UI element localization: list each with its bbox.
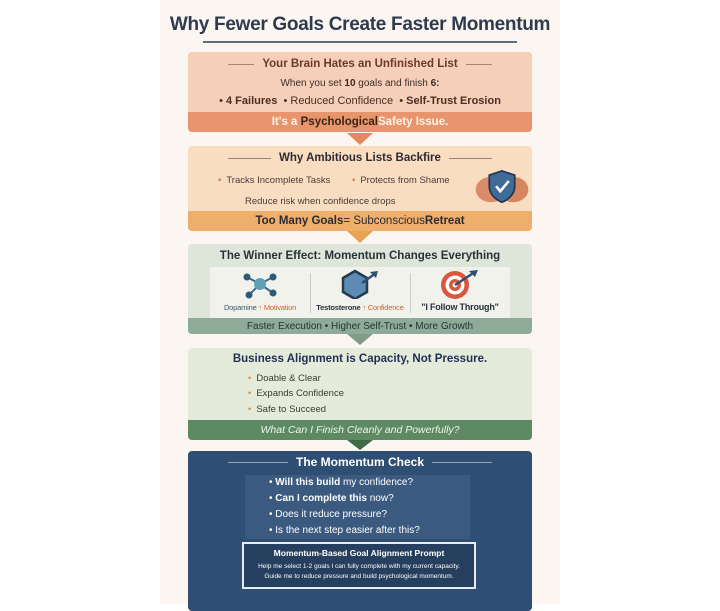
section-heading: The Momentum Check (188, 455, 532, 469)
prompt-line: Help me select 1-2 goals I can fully com… (258, 563, 460, 570)
target-arrow-icon (441, 270, 478, 299)
hormone-panel: Dopamine ↑ Motivation Testosterone ↑ Con… (210, 267, 510, 318)
question-item: • Can I complete this now? (269, 493, 394, 504)
risk-note: Reduce risk when confidence drops (245, 196, 396, 207)
section-business-alignment: Business Alignment is Capacity, Not Pres… (188, 348, 532, 440)
molecule-icon (243, 273, 277, 299)
bullet-item: •Protects from Shame (352, 175, 450, 186)
section-ambitious-lists: Why Ambitious Lists Backfire •Tracks Inc… (188, 146, 532, 231)
infographic: Why Fewer Goals Create Faster Momentum Y… (160, 0, 560, 611)
retreat-band: Too Many Goals = Subconscious Retreat (188, 211, 532, 231)
down-arrow-icon (347, 334, 373, 345)
section-winner-effect: The Winner Effect: Momentum Changes Ever… (188, 244, 532, 334)
section-unfinished-list: Your Brain Hates an Unfinished List When… (188, 52, 532, 132)
dopamine-label: Dopamine ↑ Motivation (223, 303, 297, 312)
testosterone-label: Testosterone ↑ Confidence (316, 303, 404, 312)
question-item: • Will this build my confidence? (269, 477, 414, 488)
prompt-line: Guide me to reduce pressure and build ps… (264, 573, 454, 580)
section-heading: Why Ambitious Lists Backfire (188, 152, 532, 164)
follow-through-label: "I Follow Through" (421, 302, 499, 312)
bullet-item: •Tracks Incomplete Tasks (218, 175, 331, 186)
title-underline (203, 41, 517, 43)
consequence-list: • 4 Failures • Reduced Confidence • Self… (219, 95, 501, 107)
section-heading: The Winner Effect: Momentum Changes Ever… (188, 250, 532, 262)
bullet-item: •Expands Confidence (248, 388, 344, 399)
brain-shield-icon (475, 169, 529, 204)
finish-question-band: What Can I Finish Cleanly and Powerfully… (188, 420, 532, 440)
question-list: • Will this build my confidence? • Can I… (245, 475, 470, 539)
bullet-item: •Safe to Succeed (248, 404, 327, 415)
prompt-box: Momentum-Based Goal Alignment Prompt Hel… (242, 542, 476, 589)
prompt-title: Momentum-Based Goal Alignment Prompt (273, 548, 445, 558)
down-arrow-icon (347, 133, 373, 145)
page-title: Why Fewer Goals Create Faster Momentum (169, 14, 551, 35)
question-item: • Is the next step easier after this? (269, 525, 420, 536)
safety-band: It's a Psychological Safety Issue. (188, 112, 532, 132)
down-arrow-icon (347, 440, 373, 450)
section-heading: Business Alignment is Capacity, Not Pres… (188, 353, 532, 365)
hexagon-arrow-icon (341, 269, 378, 299)
section-momentum-check: The Momentum Check • Will this build my … (188, 451, 532, 611)
question-item: • Does it reduce pressure? (269, 509, 388, 520)
goals-line: When you set 10 goals and finish 6: (280, 78, 440, 89)
growth-band: Faster Execution • Higher Self-Trust • M… (188, 318, 532, 334)
bullet-item: •Doable & Clear (248, 373, 321, 384)
section-heading: Your Brain Hates an Unfinished List (188, 58, 532, 70)
down-arrow-icon (347, 231, 373, 243)
